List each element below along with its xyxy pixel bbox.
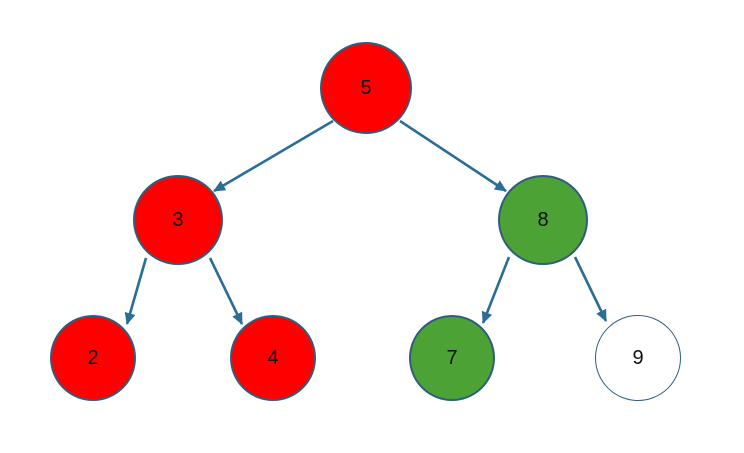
tree-node-9: 9 xyxy=(595,315,681,401)
tree-node-7: 7 xyxy=(409,315,495,401)
tree-node-4: 4 xyxy=(230,315,316,401)
node-label: 5 xyxy=(360,77,372,99)
node-label: 8 xyxy=(537,209,549,231)
node-label: 9 xyxy=(632,347,644,369)
tree-node-2: 2 xyxy=(50,315,136,401)
node-label: 7 xyxy=(446,347,458,369)
tree-node-5: 5 xyxy=(320,42,412,134)
edge-3-to-2 xyxy=(124,257,148,325)
tree-node-8: 8 xyxy=(498,175,588,265)
node-label: 4 xyxy=(267,347,279,369)
node-label: 2 xyxy=(87,347,99,369)
node-label: 3 xyxy=(172,209,184,231)
edge-8-to-9 xyxy=(573,256,608,322)
tree-node-3: 3 xyxy=(133,175,223,265)
edge-5-to-8 xyxy=(399,119,507,193)
edge-8-to-7 xyxy=(481,256,511,324)
edge-3-to-4 xyxy=(208,257,244,325)
edge-5-to-3 xyxy=(213,119,334,193)
